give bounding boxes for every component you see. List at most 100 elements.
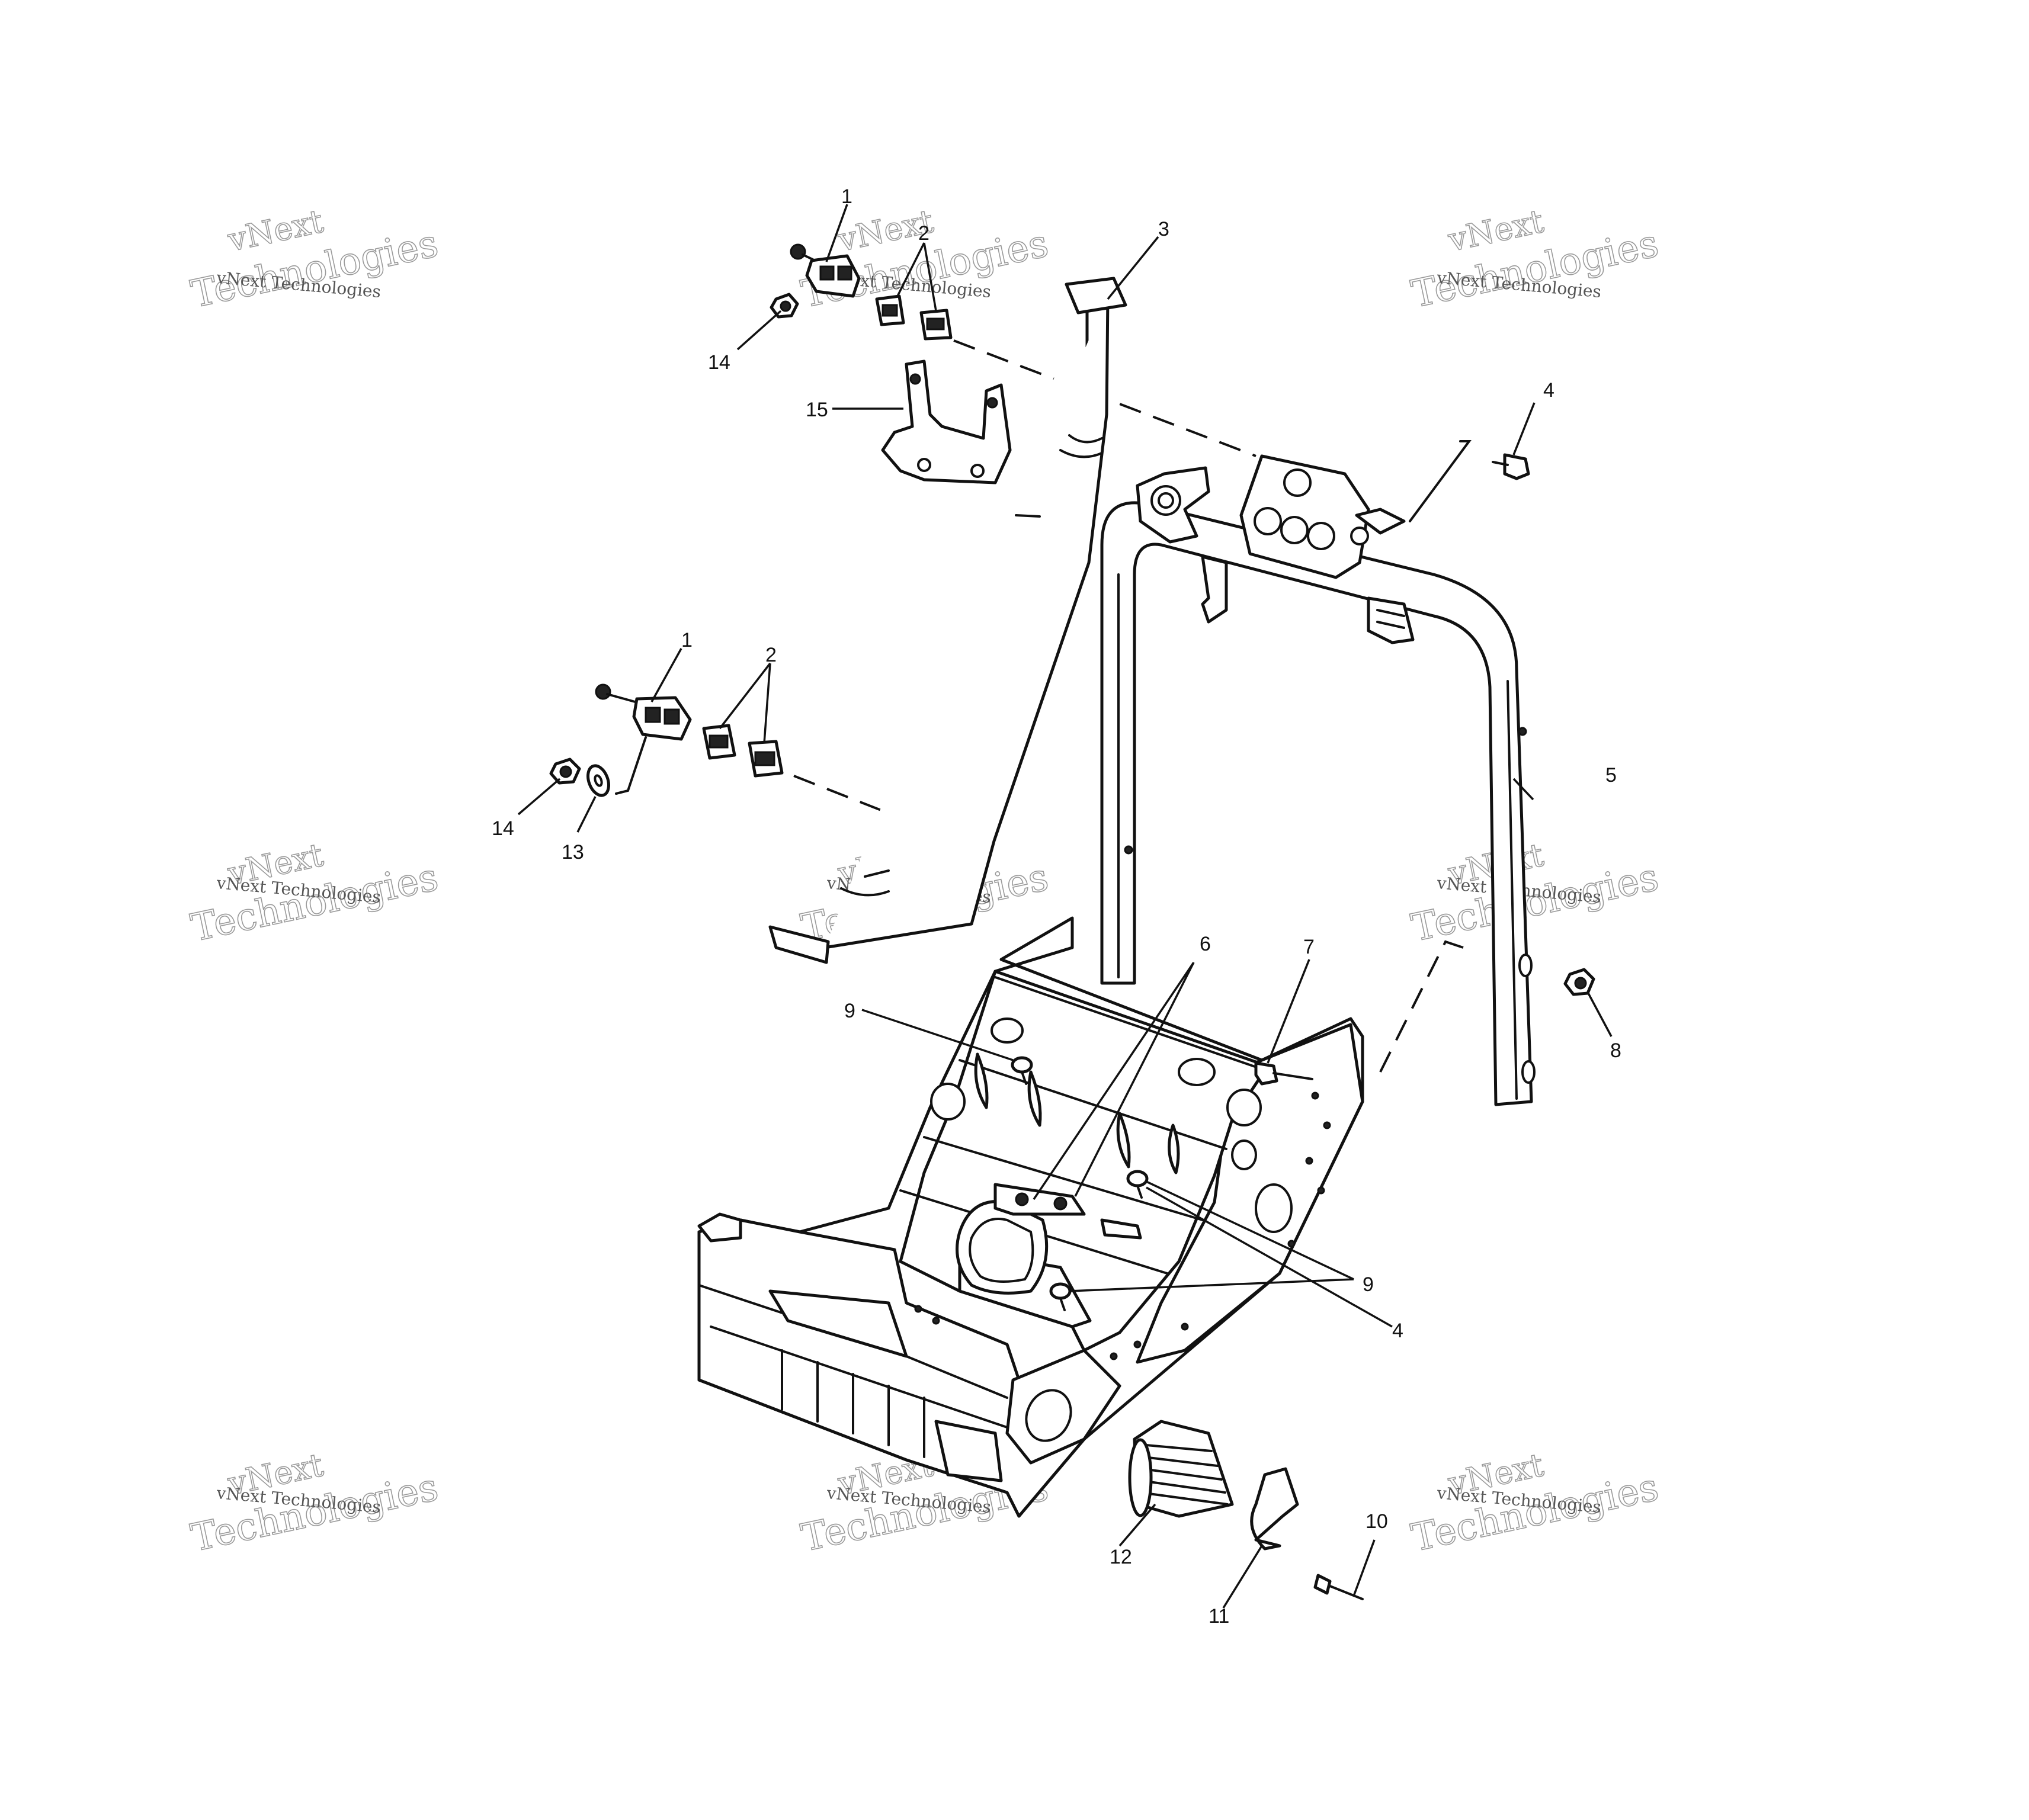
frame-front-box-ribs <box>781 1349 925 1458</box>
callout-9-right: 9 <box>1363 1273 1374 1296</box>
callout-4-top: 4 <box>1543 379 1554 402</box>
frame-rivet <box>932 1317 940 1325</box>
steering-mount-plate <box>1239 454 1370 579</box>
leader-1-top <box>825 204 848 262</box>
frame-rail-3 <box>923 1136 1204 1221</box>
leader-4-bottom <box>1146 1186 1393 1328</box>
frame-hole-5 <box>1255 1183 1293 1233</box>
frame-front-gusset-hole <box>1025 1389 1072 1442</box>
frame-slot-1 <box>974 1052 989 1109</box>
mid-clamp-set <box>549 683 784 797</box>
rivet-10 <box>1313 1574 1364 1600</box>
rivet-10-mandrel <box>1329 1585 1364 1600</box>
mid-clamp-slot-a <box>645 707 661 723</box>
leader-7 <box>1267 959 1310 1064</box>
frame-rail-2 <box>959 1059 1227 1150</box>
callout-9-left: 9 <box>844 1000 855 1022</box>
mount-plate-bore-a <box>1254 507 1282 535</box>
steering-bracket-body <box>881 359 1012 484</box>
mounting-plate-hole-a <box>1015 1192 1029 1206</box>
frame-slot-3 <box>1116 1112 1131 1169</box>
frame-slot-4 <box>1168 1124 1180 1174</box>
steering-column-collar <box>1068 434 1103 444</box>
frame-slot-2 <box>1027 1070 1042 1127</box>
upper-clamp-set <box>770 243 953 341</box>
clip-9-a-head <box>1011 1056 1033 1074</box>
leader-6 <box>1033 962 1195 1200</box>
callout-1-mid: 1 <box>681 629 693 651</box>
frame-d-handle-opening <box>969 1218 1034 1283</box>
mid-washer-hole <box>594 774 603 787</box>
mid-bushing-b-fill <box>754 751 775 766</box>
callout-7: 7 <box>1303 936 1315 958</box>
upper-nut-bore <box>780 300 791 312</box>
leader-2-top <box>896 242 937 312</box>
callout-11: 11 <box>1209 1605 1229 1628</box>
steering-bracket <box>881 359 1012 484</box>
callout-2-top: 2 <box>918 222 929 245</box>
frame-right-panel <box>1136 1023 1364 1364</box>
steering-column-lower-collar <box>840 887 890 897</box>
frame-rivet <box>1311 1092 1319 1100</box>
mid-clamp-slot-b <box>663 708 680 725</box>
frame-hole-1 <box>991 1017 1024 1044</box>
mount-plate-bore-b <box>1280 516 1309 544</box>
steering-bracket-hole-d <box>970 464 985 478</box>
loop-tube <box>1100 501 1533 1106</box>
boot-pleats <box>1139 1444 1229 1506</box>
steering-bracket-hole-b <box>986 397 998 409</box>
loop-lower-tab-right <box>1367 596 1415 644</box>
frame-hole-2 <box>1178 1058 1216 1086</box>
loop-lower-tab-left <box>1201 555 1228 624</box>
mid-screw-leader <box>615 736 647 795</box>
callout-10: 10 <box>1366 1510 1388 1533</box>
callout-4-bottom: 4 <box>1392 1320 1403 1342</box>
frame-hole-3 <box>930 1083 966 1121</box>
front-frame <box>697 916 1364 1518</box>
steering-column <box>768 277 1127 964</box>
steering-column-top-plate <box>1065 277 1127 314</box>
steering-column-bottom-plate <box>768 925 830 964</box>
frame-left-ear <box>697 1212 742 1243</box>
leader-9-left <box>861 1009 1014 1061</box>
dash-loop-to-frame <box>1379 940 1464 1073</box>
loop-hole-d <box>1521 1060 1536 1084</box>
steering-bracket-hole-c <box>917 458 931 472</box>
callout-labels: 1 2 3 4 14 15 1 2 14 13 5 6 7 8 9 9 4 10… <box>492 185 1621 1628</box>
loop-hole-a <box>1124 845 1133 855</box>
leader-11 <box>1222 1545 1263 1609</box>
frame-bumper-block <box>934 1420 1003 1482</box>
callout-14-mid: 14 <box>492 817 514 840</box>
callout-14-top: 14 <box>708 351 730 374</box>
watermark-top-left: vNext Technologies <box>187 202 442 317</box>
leader-12 <box>1118 1503 1156 1547</box>
leader-bolt-top <box>1409 440 1472 522</box>
frame-front-box-seam-2 <box>710 1325 1008 1429</box>
clip-9-b <box>1126 1170 1149 1199</box>
frame-fasteners <box>1011 968 1595 1311</box>
leader-8 <box>1586 991 1613 1037</box>
mounting-plate-hole-b <box>1053 1196 1068 1211</box>
steering-support-loop <box>1100 454 1536 1106</box>
loop-gusset-bore-inner <box>1158 492 1174 509</box>
steering-column-joint <box>1015 514 1041 518</box>
watermark-top-right: vNext Technologies <box>1407 202 1662 317</box>
boot-flange <box>1128 1438 1153 1517</box>
steering-column-outline-right <box>823 294 1110 949</box>
clip-9-c-head <box>1049 1282 1072 1300</box>
mount-plate-tab <box>1355 508 1406 535</box>
clamp-ring-body <box>1250 1467 1299 1551</box>
frame-rivet <box>1323 1121 1331 1129</box>
mid-clamp-bracket <box>632 696 692 741</box>
steering-boot <box>1128 1420 1234 1518</box>
frame-small-plate <box>1100 1218 1142 1240</box>
loop-hole-b <box>1518 727 1527 736</box>
frame-rivet <box>1305 1157 1313 1165</box>
leader-10 <box>1352 1539 1376 1597</box>
leader-lines <box>517 204 1613 1609</box>
clip-9-b-stem <box>1136 1185 1143 1199</box>
leader-14-top <box>736 310 782 351</box>
upper-bushing-b-fill <box>926 317 945 330</box>
callout-12: 12 <box>1110 1546 1132 1568</box>
callout-3: 3 <box>1158 218 1169 240</box>
